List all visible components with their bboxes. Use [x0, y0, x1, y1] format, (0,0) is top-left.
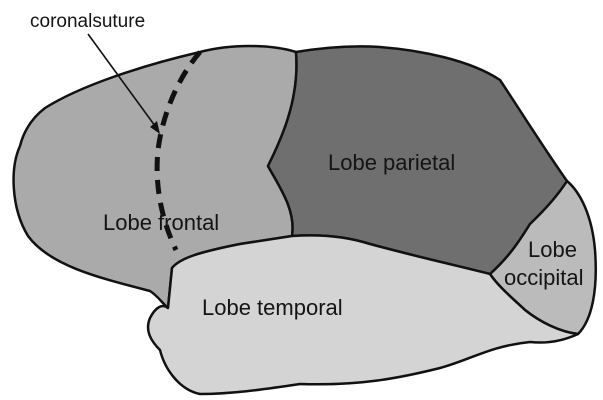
- parietal-lobe-label: Lobe parietal: [328, 150, 455, 175]
- temporal-lobe-label: Lobe temporal: [202, 295, 343, 320]
- coronal-suture-label: coronalsuture: [30, 11, 145, 32]
- occipital-lobe-label-line2: occipital: [504, 265, 583, 290]
- occipital-lobe-label-line1: Lobe: [528, 237, 577, 262]
- frontal-lobe-label: Lobe frontal: [103, 210, 219, 235]
